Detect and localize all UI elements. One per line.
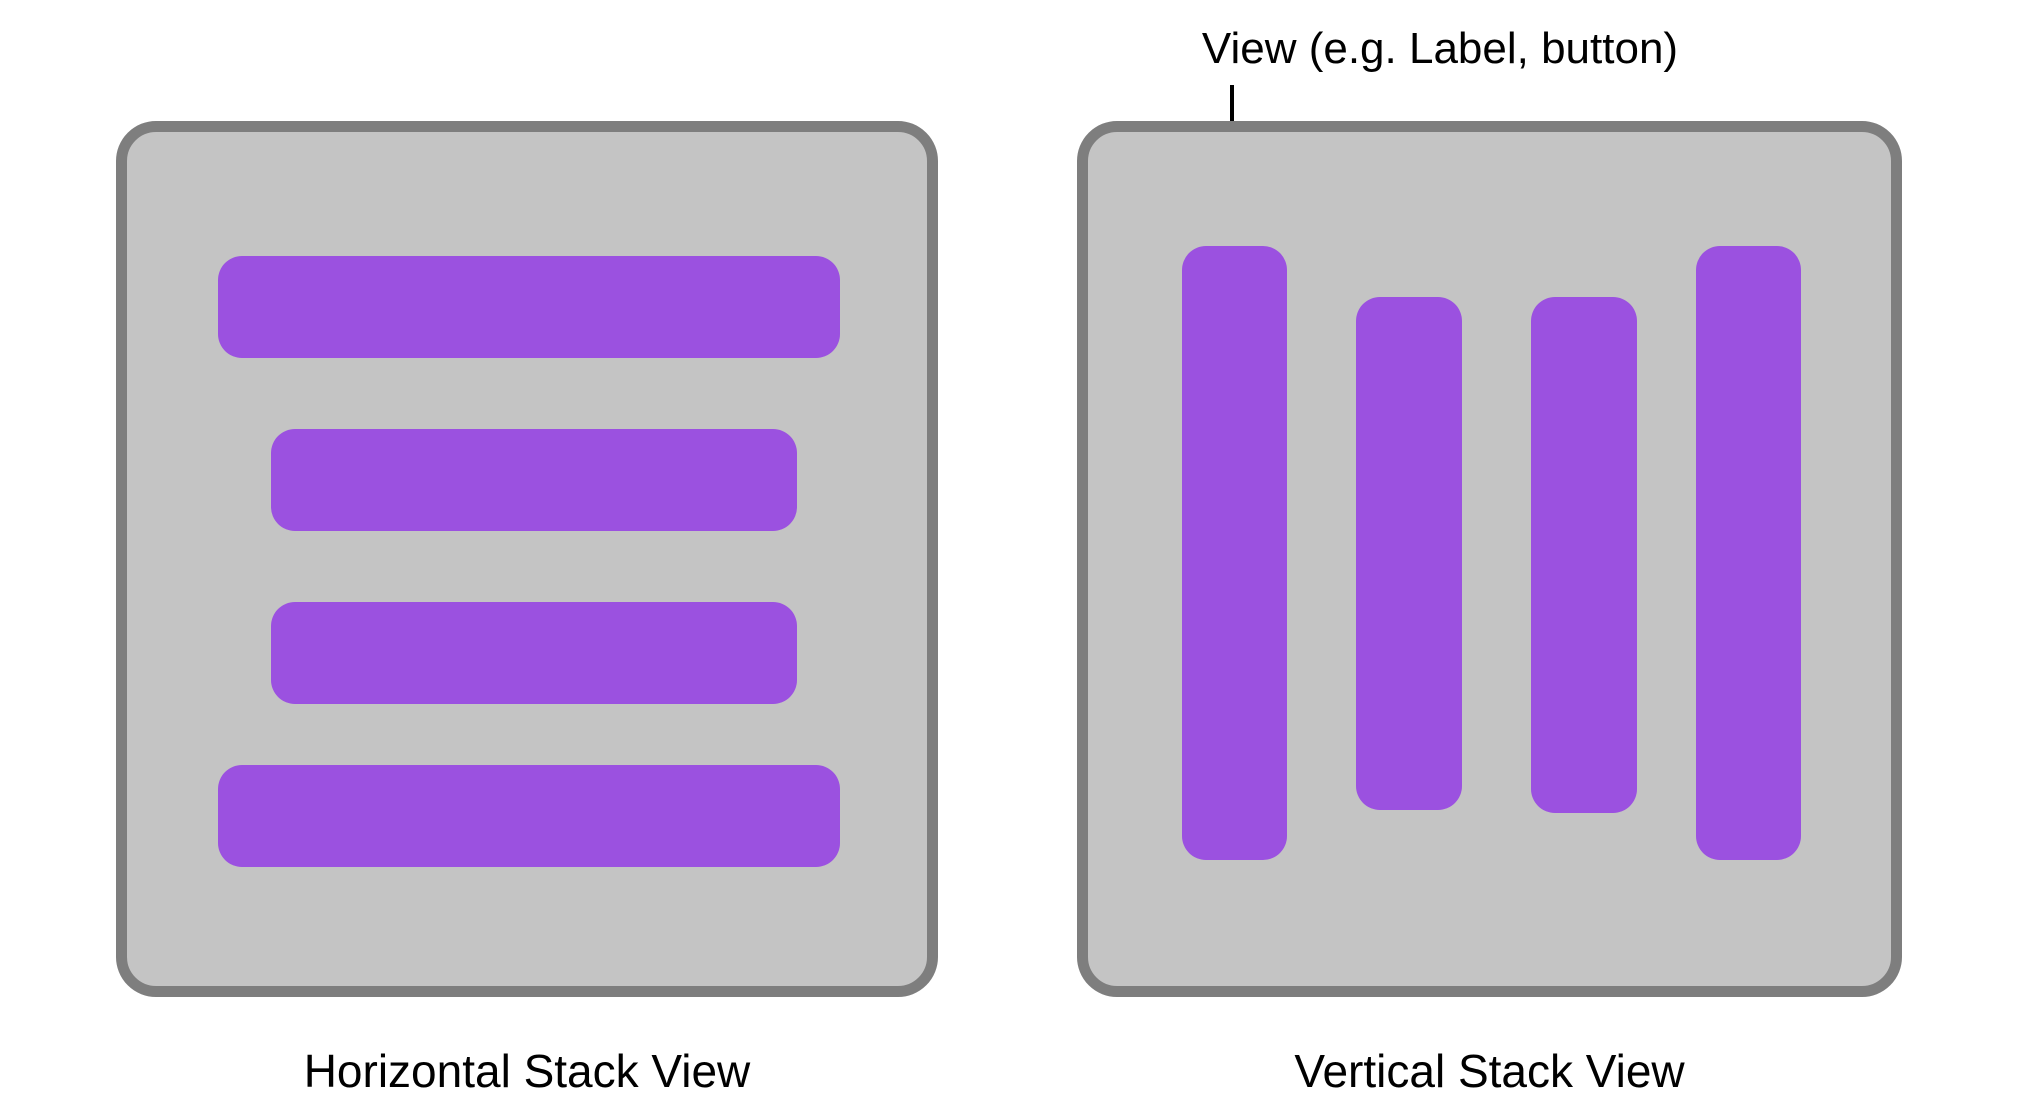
view-annotation-label: View (e.g. Label, button) bbox=[1201, 24, 1679, 73]
horizontal-stack-item-bar bbox=[218, 256, 840, 358]
horizontal-stack-view-caption: Horizontal Stack View bbox=[303, 1045, 751, 1097]
horizontal-stack-item-bar bbox=[271, 429, 797, 531]
horizontal-stack-item-bar bbox=[271, 602, 797, 704]
vertical-stack-item-bar bbox=[1531, 297, 1637, 813]
vertical-stack-item-bar bbox=[1696, 246, 1801, 860]
horizontal-stack-item-bar bbox=[218, 765, 840, 867]
vertical-stack-view-caption: Vertical Stack View bbox=[1294, 1045, 1685, 1097]
vertical-stack-item-bar bbox=[1182, 246, 1287, 860]
vertical-stack-item-bar bbox=[1356, 297, 1462, 810]
